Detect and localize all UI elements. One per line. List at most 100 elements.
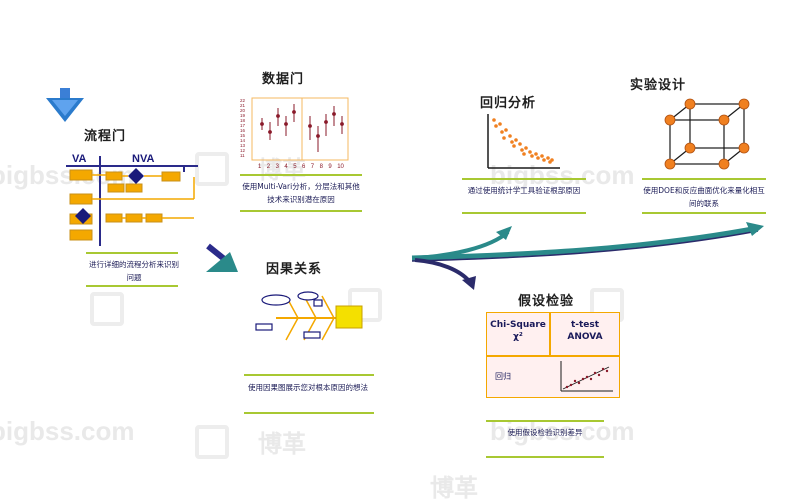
- watermark-logo-text: 博革: [430, 475, 478, 502]
- regression-dot: [492, 118, 496, 122]
- process-flow-diagram: VA NVA: [66, 153, 198, 246]
- y-tick-label: 14: [240, 138, 246, 143]
- process-divider-bottom: [86, 285, 178, 287]
- arrow-head-regression: [496, 226, 512, 240]
- watermark-logo-icon: [195, 152, 229, 186]
- x-tick-label: 8: [320, 164, 324, 170]
- x-tick-label: 2: [267, 164, 271, 170]
- hypothesis-grid-vdivider: [549, 313, 551, 355]
- y-tick-label: 18: [240, 118, 246, 123]
- data-divider-top: [240, 174, 362, 176]
- data-gate-desc: 使用Multi-Vari分析，分层法和其他技术来识别潜在原因: [242, 182, 360, 204]
- cause-effect-desc: 使用因果图展示您对根本原因的想法: [248, 383, 368, 392]
- regression-dot: [500, 130, 504, 134]
- process-divider-top: [86, 252, 178, 254]
- watermark-text: bigbss.com: [0, 416, 135, 446]
- cause-divider-top: [244, 374, 374, 376]
- regression-dot: [508, 134, 512, 138]
- y-tick-label: 16: [240, 128, 246, 133]
- x-tick-label: 3: [276, 164, 280, 170]
- y-tick-label: 11: [240, 153, 245, 158]
- hypothesis-regression-plot: [560, 361, 613, 392]
- doe-title: 实验设计: [630, 78, 687, 93]
- fishbone-diagram: [255, 291, 363, 341]
- regression-dot: [494, 124, 498, 128]
- process-arrow-stem: [60, 88, 70, 102]
- regression-dot: [504, 128, 508, 132]
- doe-divider-top: [642, 178, 766, 180]
- x-tick-label: 7: [311, 164, 315, 170]
- x-tick-label: 4: [284, 164, 288, 170]
- y-tick-label: 15: [240, 133, 246, 138]
- x-tick-label: 6: [302, 164, 306, 170]
- y-tick-label: 12: [240, 148, 246, 153]
- regression-dot: [540, 154, 544, 158]
- x-tick-label: 10: [337, 164, 344, 170]
- x-tick-label: 5: [293, 164, 297, 170]
- y-tick-label: 21: [240, 103, 246, 108]
- y-tick-label: 22: [240, 98, 246, 103]
- regression-dot: [542, 158, 546, 162]
- regression-dot: [534, 152, 538, 156]
- chi-square-cell: Chi-Square χ²: [487, 319, 549, 343]
- cause-arrow-head: [206, 252, 238, 272]
- regression-dot: [522, 152, 526, 156]
- x-tick-label: 1: [258, 164, 262, 170]
- regression-dot: [536, 156, 540, 160]
- regression-dot: [528, 150, 532, 154]
- ttest-anova-cell: t-test ANOVA: [551, 319, 619, 343]
- nva-label: NVA: [132, 153, 154, 165]
- y-tick-label: 19: [240, 113, 246, 118]
- y-tick-label: 17: [240, 123, 246, 128]
- arrow-to-hypothesis: [414, 258, 472, 284]
- regression-title: 回归分析: [480, 96, 537, 111]
- hypothesis-divider-bottom: [486, 456, 604, 458]
- watermark-logo-icon: [90, 292, 124, 326]
- va-label: VA: [72, 153, 87, 165]
- regression-divider-bottom: [462, 212, 586, 214]
- regression-dot: [546, 156, 550, 160]
- arrow-to-doe-shadow: [411, 230, 759, 262]
- regression-scatter: [487, 114, 560, 169]
- watermark-logo-text: 博革: [258, 431, 306, 458]
- arrow-head-doe: [746, 222, 764, 236]
- doe-cube-diagram: [664, 98, 750, 170]
- cause-effect-title: 因果关系: [266, 262, 323, 277]
- hypothesis-grid-hdivider: [487, 355, 619, 357]
- regression-dot: [510, 140, 514, 144]
- regression-cell-label: 回归: [495, 372, 511, 381]
- arrow-to-doe: [411, 225, 759, 261]
- regression-dot: [502, 136, 506, 140]
- chi-square-symbol: χ²: [513, 332, 523, 342]
- cause-divider-bottom: [244, 412, 374, 414]
- regression-dot: [530, 154, 534, 158]
- hypothesis-title: 假设检验: [518, 294, 575, 309]
- regression-dot: [514, 138, 518, 142]
- regression-dot: [520, 148, 524, 152]
- watermark-text: bigbss.com: [490, 160, 635, 190]
- process-gate-desc: 进行详细的流程分析来识别问题: [89, 260, 179, 282]
- regression-desc: 通过使用统计学工具验证根部原因: [467, 186, 581, 195]
- watermark-logo-text: 博革: [258, 157, 306, 184]
- process-gate-title: 流程门: [84, 129, 127, 144]
- y-tick-label: 20: [240, 108, 246, 113]
- regression-dot: [512, 144, 516, 148]
- watermark-logo-icon: [348, 288, 382, 322]
- hypothesis-desc: 使用假设检验识别差异: [507, 428, 583, 437]
- regression-dot: [550, 158, 554, 162]
- hypothesis-divider-top: [486, 420, 604, 422]
- hypothesis-grid: Chi-Square χ² t-test ANOVA 回归: [486, 312, 620, 398]
- data-divider-bottom: [240, 210, 362, 212]
- regression-divider-top: [462, 178, 586, 180]
- regression-dot: [518, 142, 522, 146]
- ttest-label: t-test: [570, 320, 600, 330]
- doe-desc: 使用DOE和反应曲面优化来量化相互间的联系: [643, 186, 765, 208]
- regression-dot: [524, 146, 528, 150]
- arrow-head-hypothesis: [462, 276, 476, 290]
- x-tick-label: 9: [328, 164, 332, 170]
- y-tick-label: 13: [240, 143, 246, 148]
- watermark-logo-icon: [195, 425, 229, 459]
- doe-divider-bottom: [642, 212, 766, 214]
